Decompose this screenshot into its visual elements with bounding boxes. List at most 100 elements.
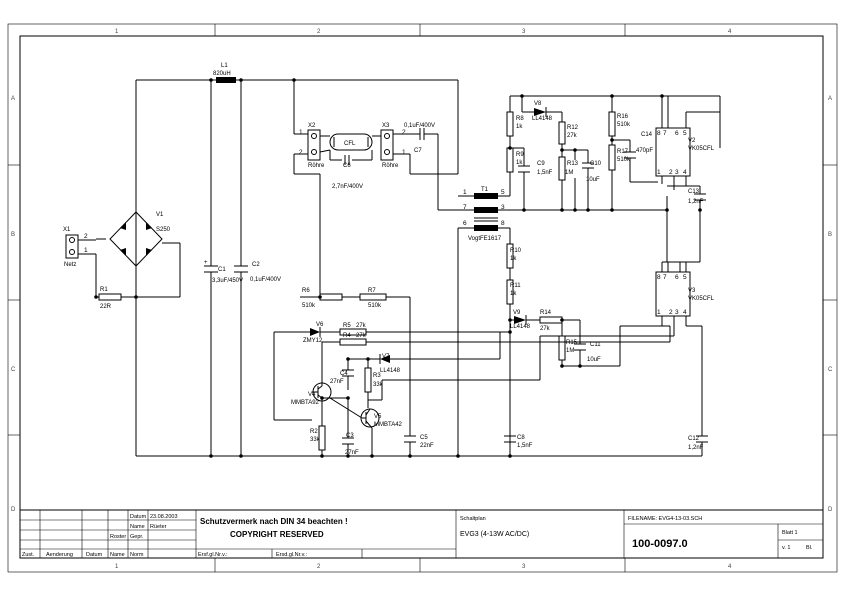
r17-value: 510k: [617, 157, 631, 163]
v8-value: LL4148: [532, 116, 553, 122]
transformer-t1: [474, 193, 498, 231]
resistor-r3: [364, 367, 372, 393]
r7-value: 510k: [368, 303, 382, 309]
c10-value: 10uF: [586, 177, 600, 183]
r15-ref: R15: [566, 340, 578, 346]
tb-name-value: Rüeter: [150, 524, 167, 530]
tb-bl: Bl.: [806, 545, 813, 551]
capacitor-c14: [624, 151, 636, 159]
capacitor-c7: [419, 128, 425, 140]
ruler-row-c: C: [11, 367, 16, 373]
tb-doc-title: EVG3 (4-13W AC/DC): [460, 531, 529, 538]
t1-value: VogtFE1617: [468, 236, 502, 242]
v4-ref: V4: [308, 392, 316, 398]
svg-text:4: 4: [683, 309, 687, 316]
ruler-col-2: 2: [317, 29, 321, 35]
diode-v8: [534, 107, 547, 117]
r7-ref: R7: [368, 288, 376, 294]
c5-ref: C5: [420, 435, 428, 441]
capacitor-c9: [518, 165, 530, 173]
r9-value: 1k: [516, 160, 523, 166]
ruler-col-1-bottom: 1: [115, 564, 119, 570]
c14-value: 470pF: [636, 148, 653, 154]
svg-text:4: 4: [683, 169, 687, 176]
r2-value: 33k: [310, 437, 321, 443]
x2-value: Röhre: [308, 163, 325, 169]
tb-ersd: Ersd.gl.Nr.v.:: [276, 552, 308, 558]
v5-value: MMBTA42: [374, 422, 403, 428]
tb-doc-number: 100-0097.0: [632, 538, 688, 550]
c6-value: 2,7nF/400V: [332, 184, 363, 190]
capacitor-c10: [582, 162, 594, 169]
tb-notice-2: COPYRIGHT RESERVED: [230, 530, 324, 539]
r4-value: 27k: [356, 333, 367, 339]
ruler-row-d: D: [11, 507, 16, 513]
resistor-r5: [339, 328, 367, 336]
capacitor-c8: [504, 435, 516, 443]
c14-ref: C14: [641, 132, 653, 138]
r16-ref: R16: [617, 114, 629, 120]
c13-ref: C13: [688, 189, 700, 195]
r10-ref: R10: [510, 248, 522, 254]
tb-notice-1: Schutzvermerk nach DIN 34 beachten !: [200, 517, 348, 526]
ruler-labels: 1 2 3 4 1 2 3 4 A B C D A B C D: [11, 29, 833, 570]
r5-ref: R5: [343, 323, 351, 329]
tb-name-label: Name: [130, 524, 145, 530]
tb-datum: Datum: [86, 552, 103, 558]
c2-ref: C2: [252, 262, 260, 268]
v2-value: VK05CFL: [688, 146, 715, 152]
ic-v3: [655, 271, 691, 317]
resistor-r4: [339, 338, 367, 346]
resistor-r17: [608, 144, 616, 171]
capacitor-c2: [234, 265, 248, 273]
resistor-r10: [506, 243, 514, 269]
x3-value: Röhre: [382, 163, 399, 169]
svg-text:1: 1: [657, 169, 661, 176]
r6-value: 510k: [302, 303, 316, 309]
v2-ref: V2: [688, 138, 696, 144]
l1-ref: L1: [221, 63, 228, 69]
v6-value: ZMY12: [303, 338, 323, 344]
svg-text:3: 3: [675, 309, 679, 316]
resistor-r11: [506, 279, 514, 305]
v1-ref: V1: [156, 212, 164, 218]
c12-value: 1,2nF: [688, 445, 704, 451]
r1-ref: R1: [100, 287, 108, 293]
c1-ref: C1: [218, 267, 226, 273]
x1-value: Netz: [64, 262, 76, 268]
c11-value: 10uF: [587, 357, 601, 363]
svg-text:6: 6: [675, 130, 679, 137]
r3-value: 33k: [373, 382, 384, 388]
connector-x1: [65, 234, 79, 259]
ruler-row-c-right: C: [828, 367, 833, 373]
title-block: Datum 23.08.2003 Name Rüeter Roster Gepr…: [19, 509, 824, 559]
resistor-r8: [506, 111, 514, 137]
svg-text:1: 1: [657, 309, 661, 316]
v4-value: MMBTA92: [291, 400, 320, 406]
resistor-r6: [319, 293, 343, 301]
resistor-r15: [558, 335, 566, 361]
c4-value: 27nF: [330, 379, 344, 385]
tb-version: v. 1: [782, 545, 790, 551]
tb-doc-type: Schaltplan: [460, 516, 486, 522]
t1-pin3: 3: [501, 204, 505, 211]
r12-ref: R12: [567, 125, 579, 131]
tb-datum-value: 23.08.2003: [150, 514, 178, 520]
ruler-ticks: [8, 24, 837, 572]
lamp-cfl: [329, 133, 373, 151]
capacitor-c4: [342, 369, 354, 377]
ruler-col-3: 3: [522, 29, 526, 35]
capacitor-c3: [342, 437, 354, 445]
v6-ref: V6: [316, 322, 324, 328]
v5-ref: V5: [374, 414, 382, 420]
ruler-row-d-right: D: [828, 507, 833, 513]
tb-datum-label: Datum: [130, 514, 147, 520]
r11-ref: R11: [510, 283, 521, 289]
ruler-row-a: A: [11, 96, 15, 102]
x3-pin2: 2: [402, 129, 406, 136]
t1-pin7: 7: [463, 204, 467, 211]
ruler-row-b-right: B: [828, 232, 832, 238]
r14-ref: R14: [540, 310, 552, 316]
r13-value: 1M: [565, 170, 573, 176]
